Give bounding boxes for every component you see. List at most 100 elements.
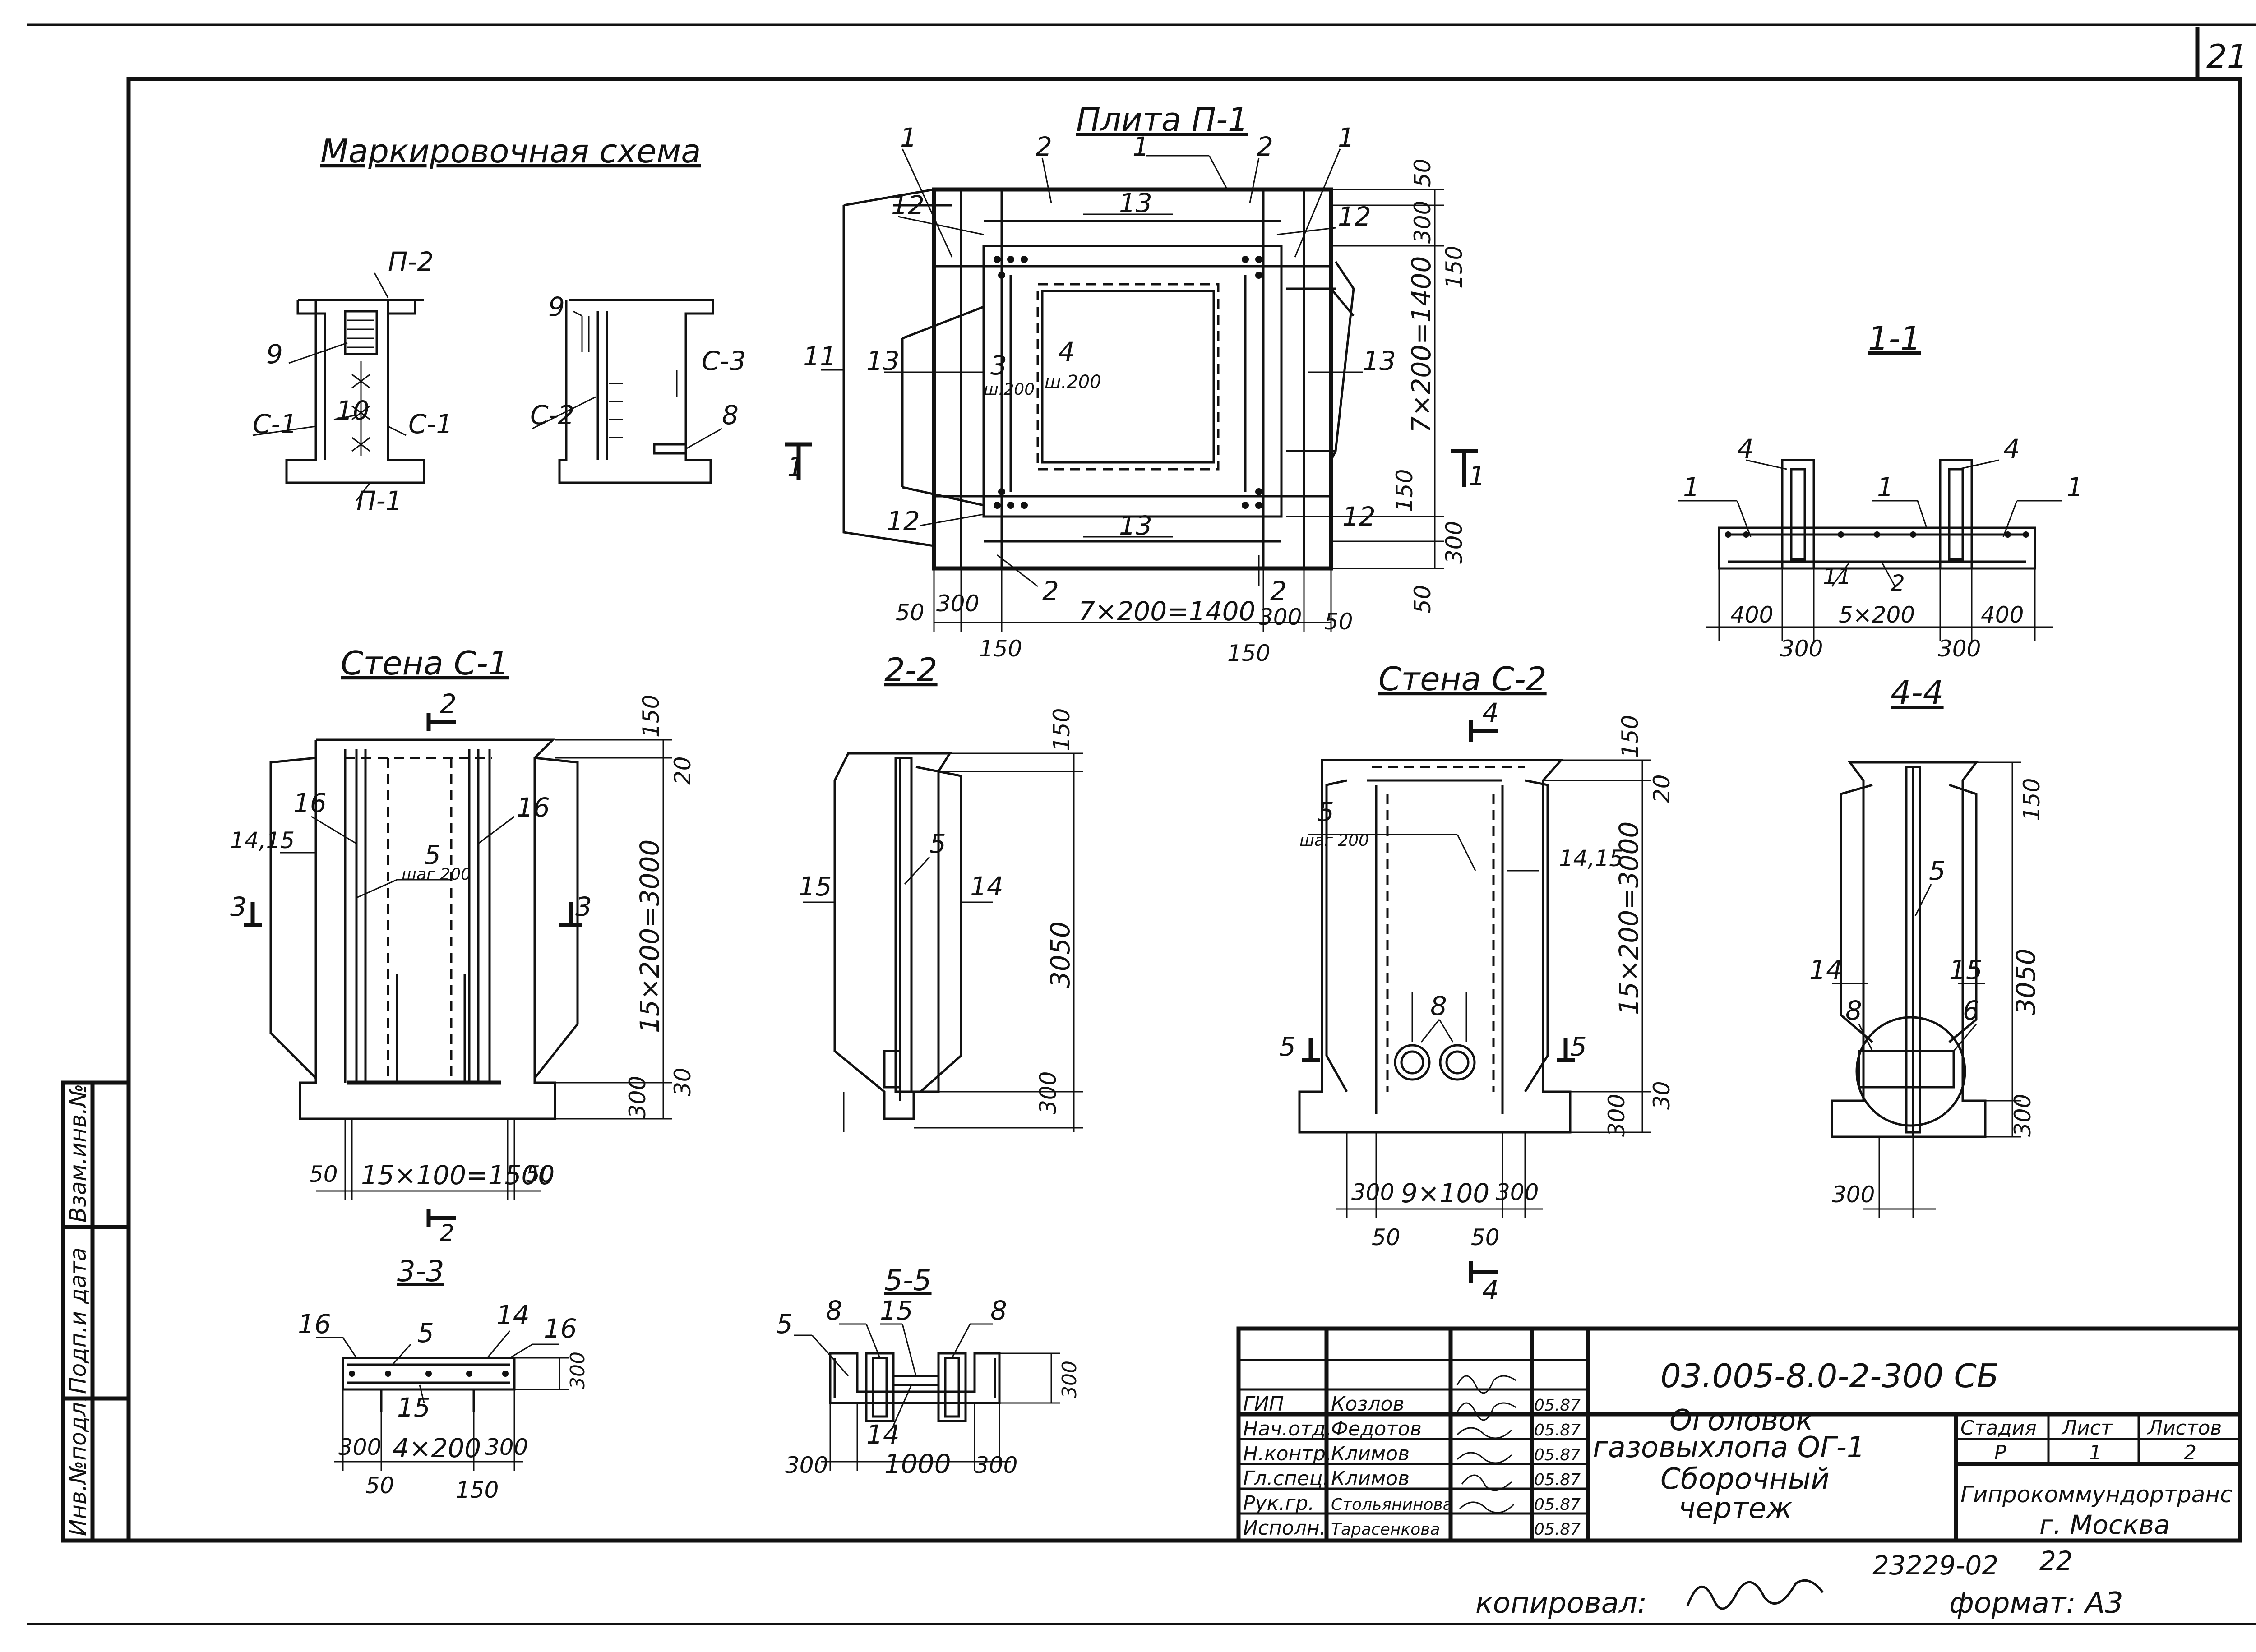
- row-name: Климов: [1331, 1467, 1410, 1490]
- s55-15: 15: [880, 1295, 913, 1326]
- plate-callout-11: 11: [803, 341, 837, 372]
- sheets-value: 2: [2184, 1441, 2196, 1464]
- mark-9: 9: [266, 339, 283, 369]
- plate-dim-right: 7×200=1400: [1406, 256, 1437, 433]
- wc1-d50a: 50: [309, 1161, 338, 1187]
- s22-d150: 150: [1049, 708, 1075, 751]
- title-name-3: Сборочный: [1660, 1463, 1830, 1496]
- mark-c3: С-3: [702, 346, 746, 376]
- wc2-d300: 300: [1604, 1094, 1630, 1137]
- s11-1a: 1: [1683, 472, 1700, 503]
- title-name-2: газовыхлопа ОГ-1: [1593, 1431, 1865, 1464]
- plate-cut-left: 1: [787, 452, 804, 482]
- section-4-4-title: 4-4: [1891, 674, 1944, 711]
- section-2-2-title: 2-2: [884, 651, 938, 689]
- s11-11: 11: [1823, 563, 1852, 590]
- plate-rdim-300b: 300: [1441, 521, 1467, 564]
- s11-1b: 1: [1877, 472, 1894, 503]
- wc1-d150: 150: [638, 695, 664, 738]
- s22-15: 15: [799, 871, 832, 902]
- section-3-3-title: 3-3: [397, 1255, 444, 1288]
- plate-callout-1c: 1: [1338, 122, 1355, 153]
- wc2-8: 8: [1430, 991, 1447, 1021]
- s44-15: 15: [1949, 955, 1983, 985]
- s33-d300v: 300: [566, 1352, 589, 1389]
- mark-p1: П-1: [356, 485, 402, 516]
- footer-inv: 23229-02: [1872, 1550, 1998, 1581]
- row-role: Исполн.: [1243, 1517, 1326, 1540]
- mark-p2: П-2: [388, 246, 434, 277]
- plate-dim-150b: 150: [1227, 640, 1270, 666]
- s33-d4x200: 4×200: [393, 1433, 481, 1463]
- s44-8: 8: [1845, 995, 1862, 1026]
- s22-d3050: 3050: [1045, 921, 1076, 988]
- s11-4a: 4: [1737, 434, 1754, 464]
- mark-10: 10: [336, 395, 370, 426]
- wall-c1-title: Стена С-1: [341, 644, 509, 682]
- plate-step-4: ш.200: [1045, 372, 1101, 392]
- sheets-header: Листов: [2147, 1417, 2222, 1440]
- plate-dim-150a: 150: [979, 636, 1022, 662]
- wc1-step5: шаг 200: [402, 865, 471, 884]
- wc2-cut5a: 5: [1279, 1031, 1296, 1062]
- s33-16a: 16: [298, 1309, 331, 1339]
- sheet-number: 21: [2206, 37, 2248, 75]
- s33-d300b: 300: [485, 1434, 528, 1460]
- stamp-replaced-inv: Взам.инв.№: [65, 1084, 91, 1223]
- s11-4b: 4: [2003, 434, 2020, 464]
- wc2-cut5b: 5: [1570, 1031, 1587, 1062]
- wc1-d300: 300: [624, 1076, 651, 1119]
- s11-2: 2: [1891, 570, 1905, 596]
- plate-callout-13c: 13: [1363, 346, 1396, 376]
- plate-callout-12d: 12: [1342, 501, 1376, 532]
- row-role: ГИП: [1243, 1393, 1284, 1416]
- s44-d3050: 3050: [2011, 948, 2041, 1015]
- wc2-d50b: 50: [1471, 1224, 1500, 1251]
- s22-14: 14: [970, 871, 1003, 902]
- s11-d300a: 300: [1780, 636, 1823, 662]
- row-role: Гл.спец.: [1243, 1467, 1329, 1490]
- section-1-1-title: 1-1: [1868, 319, 1921, 357]
- side-stamp: [61, 1080, 131, 1543]
- plate-dim-50b: 50: [1324, 609, 1353, 635]
- wall-c2-drawing: [1298, 720, 1651, 1283]
- wc1-d50b: 50: [526, 1161, 555, 1187]
- plate-callout-12b: 12: [1338, 201, 1371, 232]
- row-date: 05.87: [1534, 1471, 1581, 1489]
- wc1-d15x100: 15×100=1500: [361, 1160, 555, 1191]
- plate-rdim-50b: 50: [1410, 585, 1436, 614]
- plate-callout-1a: 1: [900, 122, 917, 153]
- section-3-3-drawing: [316, 1330, 569, 1471]
- org-city: г. Москва: [2039, 1509, 2170, 1540]
- approval-rows: ГИП Козлов 05.87 Нач.отд. Федотов 05.87 …: [1243, 1393, 1581, 1540]
- row-role: Н.контр.: [1243, 1442, 1332, 1465]
- plate-rdim-150a: 150: [1441, 246, 1467, 289]
- s11-d300b: 300: [1938, 636, 1981, 662]
- section-1-1-drawing: [1678, 459, 2062, 641]
- s44-d300: 300: [2010, 1094, 2036, 1137]
- plate-title: Плита П-1: [1076, 101, 1248, 138]
- footer-page: 22: [2039, 1546, 2073, 1576]
- plate-drawing: [785, 148, 1478, 632]
- plate-dim-bottom: 7×200=1400: [1078, 596, 1255, 627]
- wc2-d150: 150: [1617, 715, 1643, 758]
- signatures: [1456, 1375, 1516, 1514]
- wc2-d300b: 300: [1496, 1179, 1539, 1205]
- wc2-d300a: 300: [1351, 1179, 1394, 1205]
- row-role: Нач.отд.: [1243, 1417, 1332, 1440]
- row-date: 05.87: [1534, 1520, 1581, 1539]
- plate-callout-12a: 12: [891, 190, 925, 221]
- mark-9b: 9: [548, 291, 565, 322]
- stamp-sign-date: Подп.и дата: [65, 1247, 91, 1394]
- plate-callout-2b: 2: [1257, 131, 1273, 162]
- mark-c1-left: С-1: [253, 409, 297, 439]
- wc1-cut3a: 3: [230, 891, 247, 922]
- s55-5: 5: [776, 1309, 793, 1339]
- row-date: 05.87: [1534, 1495, 1581, 1514]
- plate-callout-13b: 13: [866, 346, 900, 376]
- wc2-d30: 30: [1649, 1081, 1675, 1110]
- plate-callout-12c: 12: [887, 506, 920, 536]
- wc1-1415: 14,15: [230, 827, 295, 854]
- plate-callout-13d: 13: [1119, 510, 1152, 541]
